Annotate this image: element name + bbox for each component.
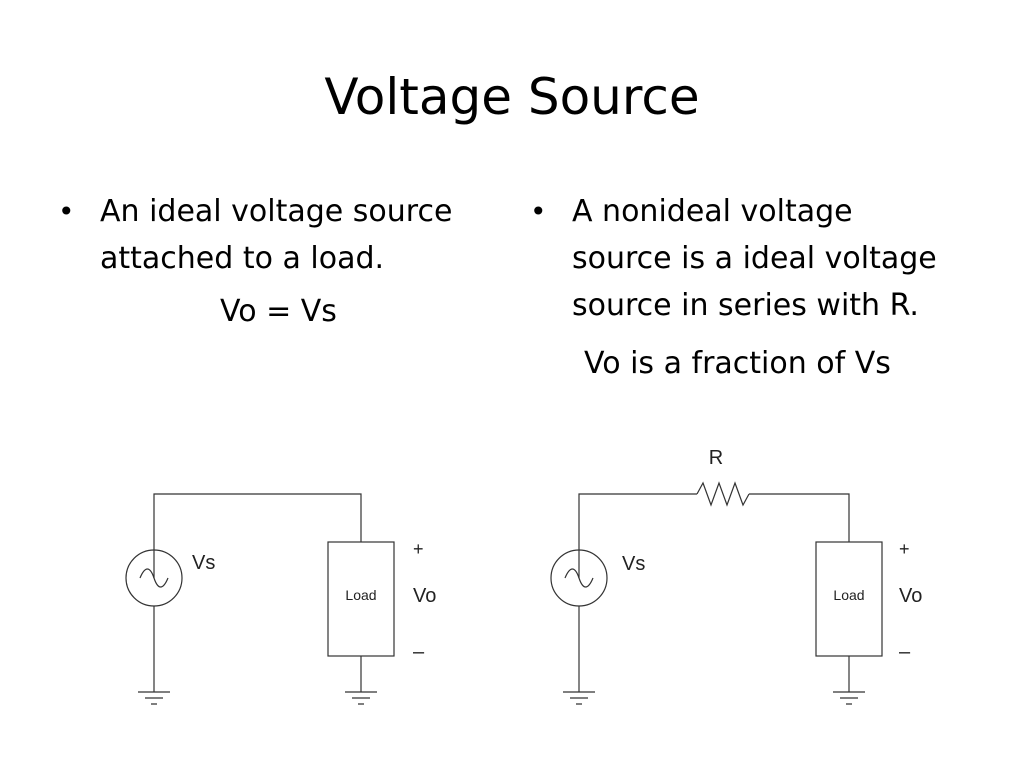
left-circuit xyxy=(125,493,395,705)
left-equation: Vo = Vs xyxy=(220,294,337,329)
left-top-wire xyxy=(153,493,362,578)
right-bullet: • A nonideal voltage source is a ideal v… xyxy=(530,188,980,329)
ground-icon xyxy=(563,691,595,705)
right-top-wire-right xyxy=(749,493,850,542)
right-column: • A nonideal voltage source is a ideal v… xyxy=(530,188,980,387)
right-circuit xyxy=(550,481,883,705)
left-column: • An ideal voltage source attached to a … xyxy=(58,188,498,335)
left-minus-sign: – xyxy=(413,641,425,663)
ground-icon xyxy=(138,691,170,705)
right-equation: Vo is a fraction of Vs xyxy=(584,346,891,381)
right-output-label: Vo xyxy=(899,585,922,607)
left-ac-source-icon xyxy=(125,549,183,607)
left-plus-sign: + xyxy=(413,539,424,559)
slide-title: Voltage Source xyxy=(324,68,700,126)
resistor-icon xyxy=(696,481,750,507)
ground-icon xyxy=(833,691,865,705)
ground-icon xyxy=(345,691,377,705)
right-sine-icon xyxy=(564,568,594,588)
left-sine-icon xyxy=(139,568,169,588)
left-bullet: • An ideal voltage source attached to a … xyxy=(58,188,498,282)
right-ac-source-icon xyxy=(550,549,608,607)
bullet-icon: • xyxy=(58,195,75,228)
left-source-label: Vs xyxy=(192,552,215,574)
right-plus-sign: + xyxy=(899,539,910,559)
resistor-label: R xyxy=(709,447,723,469)
bullet-icon: • xyxy=(530,195,547,228)
left-output-label: Vo xyxy=(413,585,436,607)
right-load-label: Load xyxy=(833,587,864,603)
left-load-label: Load xyxy=(345,587,376,603)
left-bullet-text: An ideal voltage source attached to a lo… xyxy=(100,194,453,276)
right-minus-sign: – xyxy=(899,641,911,663)
right-source-label: Vs xyxy=(622,553,645,575)
right-bullet-text: A nonideal voltage source is a ideal vol… xyxy=(572,194,937,323)
